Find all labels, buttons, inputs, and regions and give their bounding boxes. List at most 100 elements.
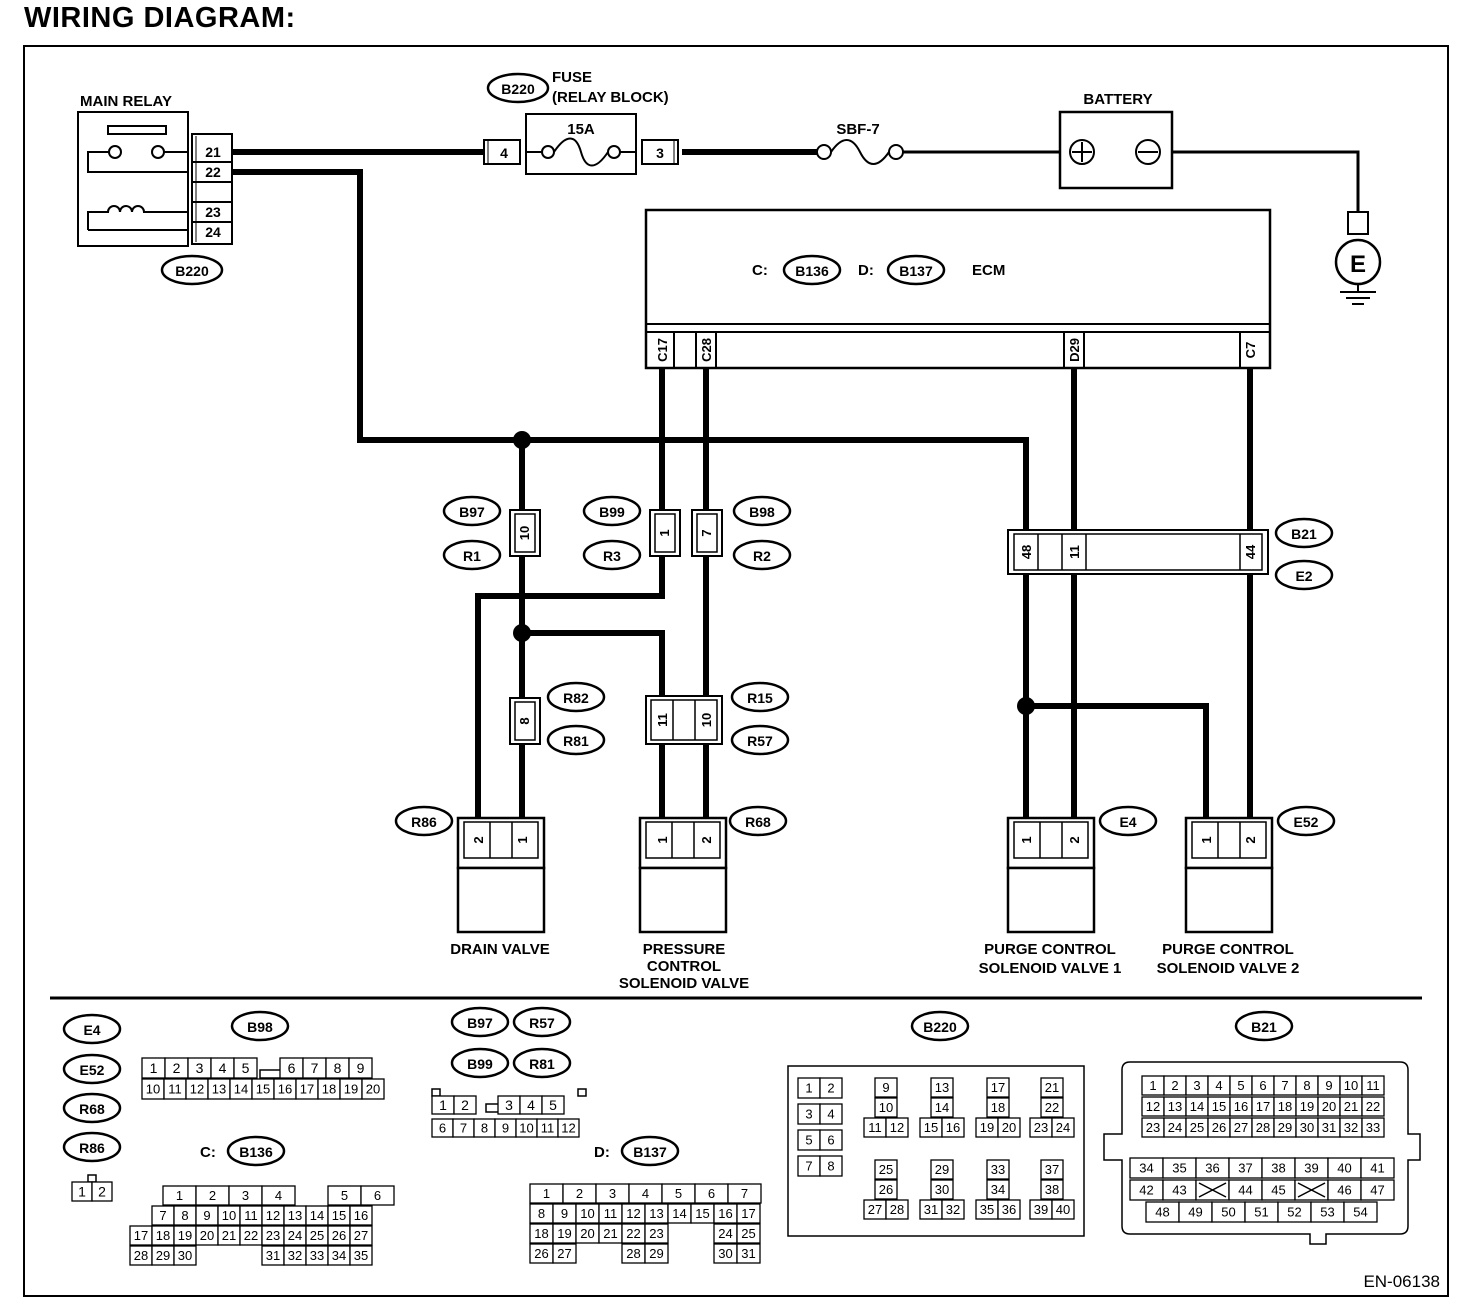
legend-b136-cell-label: 2 [209, 1188, 216, 1203]
legend-b21-cell: 6 [1251, 1075, 1275, 1096]
connector-b220-fuse: B220 [501, 81, 535, 97]
legend-b98-cell: 7 [302, 1057, 327, 1079]
legend-b137-cell-label: 29 [649, 1246, 663, 1261]
legend-b21-cell: 43 [1162, 1179, 1197, 1201]
legend-b21-cell: 12 [1141, 1096, 1165, 1117]
legend-b137-cell-label: 18 [534, 1226, 548, 1241]
legend-b136-cell: 7 [151, 1205, 175, 1226]
legend-b137-cell: 29 [644, 1243, 669, 1264]
legend-b97-cell: 2 [453, 1095, 477, 1115]
legend-b136-cell: 1 [162, 1185, 197, 1206]
legend-b97-cell: 7 [452, 1118, 475, 1138]
legend-b136-cell-label: 22 [244, 1228, 258, 1243]
legend-b98-cell: 6 [279, 1057, 304, 1079]
legend-b97-cell: 6 [431, 1118, 454, 1138]
relay-pin-24: 24 [205, 224, 221, 240]
legend-b137-cell: 10 [575, 1203, 600, 1224]
legend-b97-cell: 9 [494, 1118, 517, 1138]
legend-b137-cell-label: 16 [718, 1206, 732, 1221]
legend-b21-cell-label: 54 [1353, 1205, 1367, 1220]
legend-b136-cell-label: 15 [332, 1208, 346, 1223]
legend-b21-cell-label: 15 [1212, 1099, 1226, 1114]
legend-b220-cell-label: 30 [935, 1182, 949, 1197]
legend-b21-cell: 45 [1261, 1179, 1296, 1201]
legend-b136-cell-label: 3 [242, 1188, 249, 1203]
legend-b136-cell: 20 [195, 1225, 219, 1246]
svg-text:R68: R68 [745, 814, 771, 830]
page-title: WIRING DIAGRAM: [24, 2, 296, 34]
legend-b98-cell-label: 5 [242, 1060, 250, 1076]
svg-text:PRESSURE: PRESSURE [643, 941, 726, 958]
legend-b21-cell: 19 [1295, 1096, 1319, 1117]
legend-b97-cell-label: 10 [519, 1121, 533, 1136]
legend-b136-cell: 24 [283, 1225, 307, 1246]
legend-b136-cell: 17 [129, 1225, 153, 1246]
legend-b220-cell: 20 [997, 1117, 1021, 1138]
ground-label: E [1350, 251, 1366, 278]
svg-text:2: 2 [1243, 836, 1258, 843]
legend-b21-cell-label: 50 [1221, 1205, 1235, 1220]
main-relay: MAIN RELAY 21 22 23 24 B220 [77, 93, 233, 286]
legend-b220-cell: 1 [797, 1077, 821, 1099]
legend-b136-cell-label: 7 [159, 1208, 166, 1223]
legend-b21-cell: 21 [1339, 1096, 1363, 1117]
legend-b21-cell: 30 [1295, 1117, 1319, 1138]
legend-b137-cell-label: 11 [604, 1206, 618, 1221]
legend-b21-cell-label: 23 [1146, 1120, 1160, 1135]
legend-b137-cell-label: 13 [649, 1206, 663, 1221]
svg-text:R82: R82 [563, 690, 589, 706]
svg-text:1: 1 [657, 529, 672, 536]
svg-text:B21: B21 [1251, 1019, 1277, 1035]
legend-b21-cell [1195, 1179, 1230, 1201]
legend-b136-cell: 30 [173, 1245, 197, 1266]
legend-b137-cell-label: 22 [626, 1226, 640, 1241]
legend-b137-cell-label: 15 [695, 1206, 709, 1221]
legend-b21-cell-label: 1 [1149, 1078, 1156, 1093]
svg-text:E52: E52 [1294, 814, 1319, 830]
legend-b136-cell-label: 28 [134, 1248, 148, 1263]
legend-b220-cell: 38 [1040, 1179, 1064, 1200]
legend-b220-cell: 7 [797, 1155, 821, 1177]
legend-b137-cell: 5 [661, 1183, 696, 1204]
legend-b136-cell: 31 [261, 1245, 285, 1266]
legend-b220-cell-label: 38 [1045, 1182, 1059, 1197]
legend-b220-cell: 11 [863, 1117, 887, 1138]
legend-b136-cell-label: 33 [310, 1248, 324, 1263]
legend-b21-cell: 36 [1195, 1157, 1230, 1179]
legend-b21-cell: 26 [1207, 1117, 1231, 1138]
wire-b99-r86pin2 [475, 554, 665, 820]
legend-2pin-cell-label: 1 [78, 1184, 86, 1200]
legend-b21-cell-label: 43 [1172, 1183, 1186, 1198]
svg-text:2: 2 [699, 836, 714, 843]
legend-b136-cell: 2 [195, 1185, 230, 1206]
legend-b136-cell: 15 [327, 1205, 351, 1226]
svg-text:B98: B98 [247, 1019, 273, 1035]
legend-b21-cell-label: 10 [1344, 1078, 1358, 1093]
legend-b136-cell-label: 6 [374, 1188, 381, 1203]
legend-b21-cell-label: 39 [1304, 1161, 1318, 1176]
svg-text:B97: B97 [459, 504, 485, 520]
legend-b136-cell: 16 [349, 1205, 373, 1226]
legend-b21-cell-label: 21 [1344, 1099, 1358, 1114]
legend-b220-cell-label: 17 [991, 1080, 1005, 1095]
legend-b137-cell-label: 5 [675, 1186, 682, 1201]
legend-b21-cell-label: 40 [1337, 1161, 1351, 1176]
legend-b97-cell-label: 4 [527, 1097, 535, 1113]
svg-text:C:: C: [200, 1144, 216, 1161]
legend-b137-cell-label: 14 [672, 1206, 686, 1221]
svg-text:PURGE CONTROL: PURGE CONTROL [1162, 941, 1294, 958]
legend-b98-cell: 14 [229, 1078, 253, 1100]
legend-b21-cell: 25 [1185, 1117, 1209, 1138]
legend-b137-cell: 14 [667, 1203, 692, 1224]
legend-b136-cell-label: 10 [222, 1208, 236, 1223]
legend-b21-cell-label: 27 [1234, 1120, 1248, 1135]
legend-b21-cell-label: 19 [1300, 1099, 1314, 1114]
legend-b136-cell: 21 [217, 1225, 241, 1246]
legend-b21-cell: 18 [1273, 1096, 1297, 1117]
legend-b21-cell-label: 6 [1259, 1078, 1266, 1093]
sbf-7-fuse: SBF-7 [816, 121, 904, 165]
legend-b21-cell-label: 28 [1256, 1120, 1270, 1135]
legend-b21-cell: 17 [1251, 1096, 1275, 1117]
legend-b220-cell-label: 21 [1045, 1080, 1059, 1095]
ecm-connector-b137: B137 [899, 263, 933, 279]
